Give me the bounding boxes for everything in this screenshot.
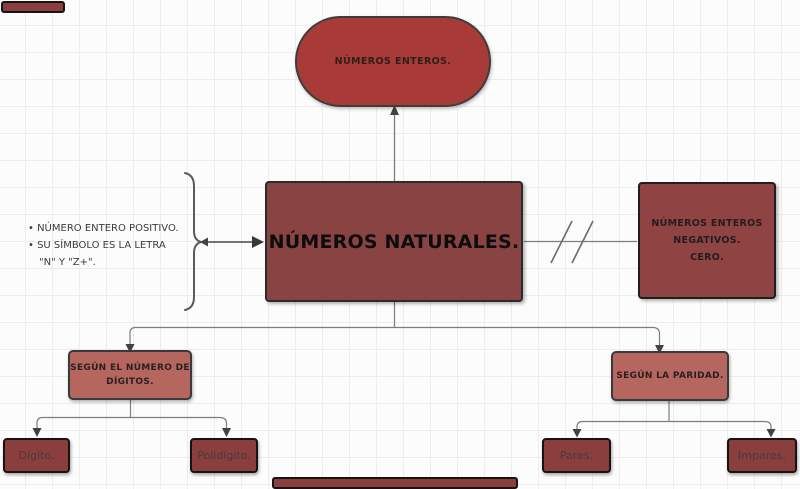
- connector-naturales-to-negativos: [524, 220, 637, 264]
- node-label: NÚMEROS NATURALES.: [268, 230, 520, 253]
- arrowhead-down-icon: [766, 429, 776, 438]
- partial-shape-bottom[interactable]: [272, 477, 518, 489]
- side-note-line: • SU SÍMBOLO ES LA LETRA: [28, 240, 166, 251]
- side-note-line: "N" Y "Z+".: [39, 257, 96, 268]
- negation-slash-icon: [571, 220, 594, 264]
- node-label-line: CERO.: [690, 252, 724, 264]
- arrowhead-down-icon: [32, 428, 42, 437]
- node-numeros-enteros-negativos[interactable]: NÚMEROS ENTEROS NEGATIVOS. CERO.: [638, 182, 776, 299]
- node-impares[interactable]: Impares.: [727, 438, 797, 473]
- connector-notes-to-naturales: [200, 236, 264, 248]
- node-label: Dígito.: [18, 449, 55, 462]
- node-numeros-enteros[interactable]: NÚMEROS ENTEROS.: [295, 16, 491, 107]
- node-label-line: DÍGITOS.: [106, 377, 154, 387]
- node-label: Pares.: [559, 449, 594, 462]
- partial-shape-top-left[interactable]: [1, 1, 65, 13]
- side-note: • NÚMERO ENTERO POSITIVO. • SU SÍMBOLO E…: [28, 220, 179, 271]
- connector-digitos-branches: [32, 400, 231, 437]
- node-label-line: NEGATIVOS.: [673, 234, 741, 246]
- node-pares[interactable]: Pares.: [542, 438, 611, 473]
- connector-naturales-to-enteros: [390, 105, 399, 181]
- arrowhead-left-icon: [200, 237, 208, 247]
- node-label: Impares.: [738, 449, 786, 462]
- node-segun-la-paridad[interactable]: SEGÚN LA PARIDAD.: [611, 351, 729, 401]
- connector-paridad-branches: [572, 401, 776, 438]
- left-brace-icon: [184, 172, 205, 311]
- node-label: Polidígito.: [197, 449, 251, 462]
- node-numeros-naturales[interactable]: NÚMEROS NATURALES.: [265, 181, 523, 302]
- arrowhead-down-icon: [222, 428, 231, 437]
- node-digito[interactable]: Dígito.: [3, 438, 70, 473]
- side-note-line: • NÚMERO ENTERO POSITIVO.: [28, 223, 179, 234]
- node-label-line: NÚMEROS ENTEROS: [651, 217, 763, 229]
- arrowhead-right-icon: [252, 236, 264, 248]
- connector-naturales-branches: [125, 302, 664, 354]
- node-label: NÚMEROS ENTEROS.: [334, 56, 452, 67]
- node-label: SEGÚN LA PARIDAD.: [616, 370, 724, 381]
- node-segun-numero-de-digitos[interactable]: SEGÚN EL NÚMERO DE DÍGITOS.: [68, 350, 192, 400]
- node-polidigito[interactable]: Polidígito.: [190, 438, 258, 473]
- negation-slash-icon: [550, 220, 573, 264]
- arrowhead-down-icon: [572, 429, 582, 438]
- node-label-line: SEGÚN EL NÚMERO DE: [70, 362, 190, 373]
